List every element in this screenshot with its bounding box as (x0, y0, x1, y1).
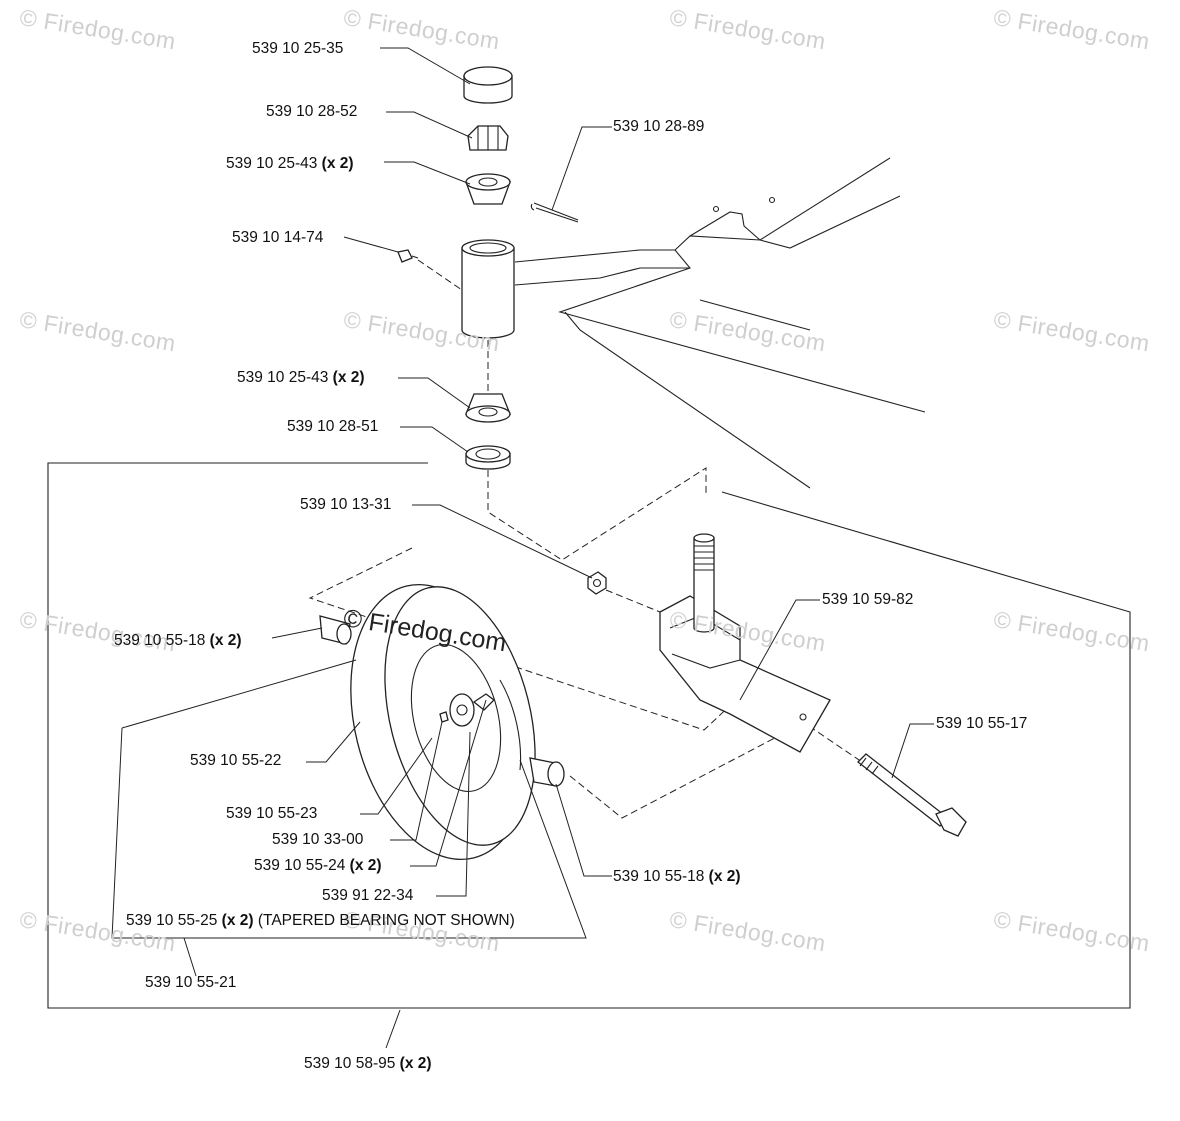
part-note: (TAPERED BEARING NOT SHOWN) (257, 912, 515, 929)
assembly-outline (47, 462, 1131, 1009)
quantity: (x 2) (209, 632, 242, 649)
part-label: 539 10 33-00 (272, 831, 364, 848)
part-label: 539 10 55-21 (145, 974, 237, 991)
bearing-cup (465, 445, 511, 470)
dust-cap (463, 66, 513, 104)
part-label: 539 10 55-18 (x 2) (613, 868, 741, 885)
part-label: 539 10 55-23 (226, 805, 318, 822)
spindle-tube (461, 239, 515, 339)
lower-bearing (465, 393, 511, 423)
hex-nut (587, 571, 607, 595)
part-label: 539 10 55-24 (x 2) (254, 857, 382, 874)
deck-frame (514, 157, 926, 489)
part-label: 539 91 22-34 (322, 887, 414, 904)
part-label: 539 10 25-35 (252, 40, 344, 57)
quantity: (x 2) (321, 155, 354, 172)
wheel (350, 583, 536, 861)
part-label: 539 10 59-82 (822, 591, 914, 608)
quantity: (x 2) (708, 868, 741, 885)
quantity: (x 2) (399, 1055, 432, 1072)
leader-lines (111, 47, 934, 1049)
grease-fitting (397, 249, 419, 263)
part-label: 539 10 28-51 (287, 418, 379, 435)
part-label: 539 10 58-95 (x 2) (304, 1055, 432, 1072)
spacer-left (319, 615, 352, 645)
quantity: (x 2) (332, 369, 365, 386)
part-label: 539 10 55-17 (936, 715, 1028, 732)
quantity: (x 2) (349, 857, 382, 874)
part-label: 539 10 28-52 (266, 103, 358, 120)
part-label: 539 10 28-89 (613, 118, 705, 135)
cotter-pin (530, 202, 579, 223)
part-label: 539 10 25-43 (x 2) (237, 369, 365, 386)
part-label: 539 10 55-22 (190, 752, 282, 769)
castle-nut (467, 125, 509, 151)
part-label: 539 10 55-18 (x 2) (114, 632, 242, 649)
part-label: 539 10 14-74 (232, 229, 324, 246)
part-label: 539 10 25-43 (x 2) (226, 155, 354, 172)
spacer-right (529, 757, 565, 787)
caster-fork (659, 533, 831, 753)
axle-bolt (857, 753, 967, 837)
upper-bearing (465, 173, 511, 205)
quantity: (x 2) (221, 912, 254, 929)
part-label: 539 10 55-25 (x 2) (TAPERED BEARING NOT … (126, 912, 515, 929)
part-label: 539 10 13-31 (300, 496, 392, 513)
